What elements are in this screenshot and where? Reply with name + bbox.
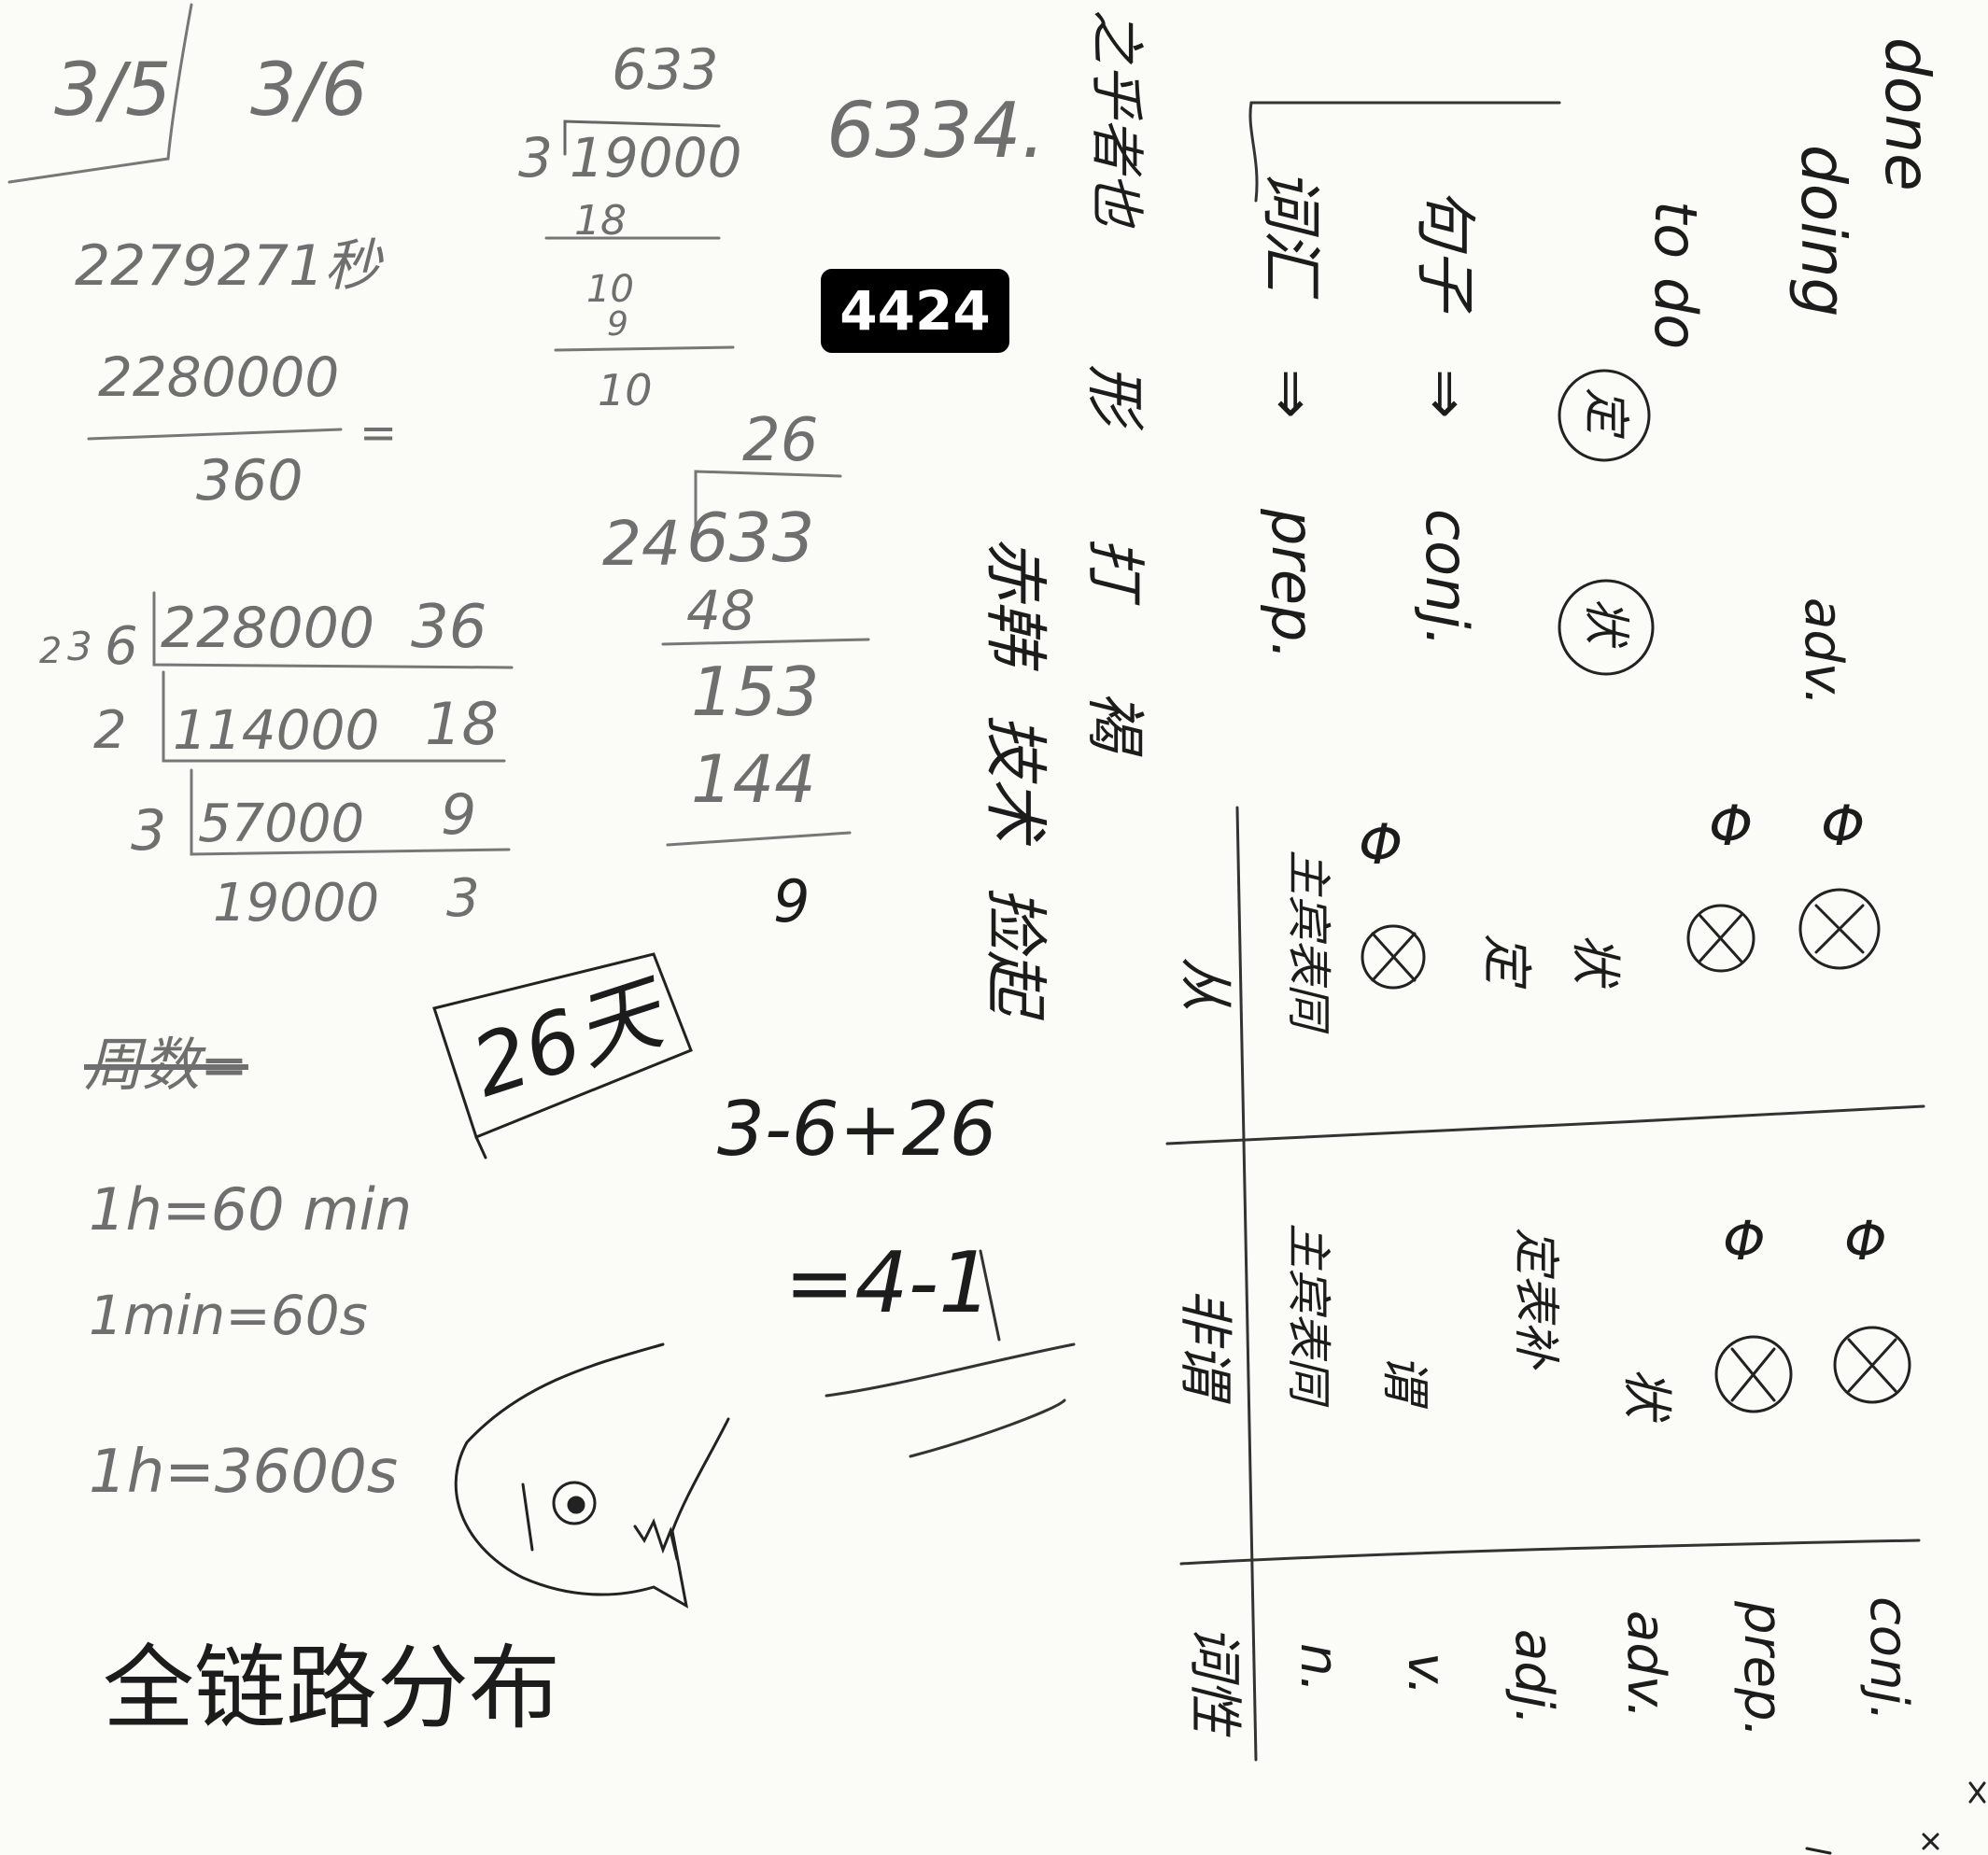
pos-conj: conj. bbox=[1858, 1596, 1919, 1721]
seconds-total: 2279271秒 bbox=[75, 233, 381, 299]
number-badge: 4424 bbox=[821, 269, 1009, 353]
pos-adv: adv. bbox=[1615, 1610, 1676, 1720]
ladder-right-2: 18 bbox=[425, 690, 499, 758]
col6-word-1: doing bbox=[1787, 145, 1859, 317]
col2-word-4: 褐 bbox=[1079, 691, 1149, 751]
expr-3-6-26: 3-6+26 bbox=[717, 1086, 997, 1173]
table-head-nonfinite: 非谓 bbox=[1174, 1288, 1237, 1398]
div1-step-2: 10 bbox=[586, 268, 634, 311]
col6-word-2: done bbox=[1871, 37, 1943, 191]
row2-item-def: 定表补 bbox=[1509, 1228, 1563, 1368]
ladder-left-4: 19000 bbox=[213, 873, 380, 934]
pos-verb: v. bbox=[1396, 1652, 1457, 1696]
date-3-6: 3/6 bbox=[250, 49, 368, 133]
div1-quotient: 633 bbox=[612, 37, 719, 103]
ladder-right-1: 36 bbox=[411, 593, 487, 662]
ladder-right-3: 9 bbox=[441, 782, 477, 848]
phi-mark-2: Φ bbox=[1709, 794, 1754, 859]
div2-step-1: 48 bbox=[686, 579, 755, 642]
ladder-left-1: 228000 bbox=[161, 596, 375, 661]
col2-word-3: 打 bbox=[1079, 537, 1149, 597]
date-3-5: 3/5 bbox=[54, 49, 172, 133]
col5-word-1: to do bbox=[1642, 201, 1710, 350]
formula-2: 1min=60s bbox=[89, 1284, 368, 1347]
pos-adj: adj. bbox=[1503, 1629, 1564, 1726]
col4-arrow: ⇒ bbox=[1411, 369, 1480, 419]
row2-label: 主宾表同 bbox=[1282, 1223, 1334, 1403]
table-head-pos: 词性 bbox=[1183, 1624, 1247, 1734]
fraction-numerator: 2280000 bbox=[98, 345, 340, 409]
ladder-side-2: 2 bbox=[93, 700, 127, 761]
expr-result: =4-1 bbox=[784, 1234, 993, 1332]
bottom-phrase: 全链路分布 bbox=[103, 1636, 561, 1742]
col5-word-2: 定 bbox=[1579, 387, 1633, 434]
row1-item-def: 定 bbox=[1477, 934, 1536, 984]
ladder-right-4: 3 bbox=[446, 868, 480, 929]
formula-1: 1h=60 min bbox=[89, 1175, 413, 1244]
col1-word-1: 捡起 bbox=[978, 887, 1051, 1015]
phi-mark-3: Φ bbox=[1821, 794, 1866, 859]
div2-dividend: 633 bbox=[686, 499, 815, 577]
col6-word-3: adv. bbox=[1793, 597, 1854, 707]
result-6334: 6334. bbox=[826, 87, 1046, 176]
div1-step-3: 9 bbox=[607, 305, 628, 344]
ladder-divisor-3: 3 bbox=[67, 624, 92, 669]
fraction-equals: = bbox=[360, 407, 398, 459]
formula-3: 1h=3600s bbox=[89, 1438, 399, 1507]
pos-noun: n. bbox=[1289, 1643, 1349, 1693]
ladder-left-3: 57000 bbox=[198, 794, 365, 854]
struck-text: 周数= bbox=[84, 1031, 248, 1099]
col4-word-2: conj. bbox=[1413, 509, 1481, 648]
ladder-left-2: 114000 bbox=[173, 698, 380, 762]
col3-word-1: 词汇 bbox=[1255, 168, 1327, 291]
col2-word-2: 形 bbox=[1079, 364, 1149, 424]
div1-step-4: 10 bbox=[598, 365, 653, 415]
div2-step-3: 144 bbox=[691, 741, 816, 818]
row2-item-adv: 状 bbox=[1617, 1368, 1676, 1418]
pos-prep: prep. bbox=[1732, 1601, 1793, 1738]
div2-quotient: 26 bbox=[742, 406, 819, 475]
ladder-divisor-6: 6 bbox=[105, 616, 138, 677]
div2-step-4: 9 bbox=[773, 867, 811, 935]
col4-word-1: 句子 bbox=[1409, 187, 1481, 310]
col1-word-3: 赤韩 bbox=[978, 537, 1051, 665]
phi-mark-4: Φ bbox=[1723, 1209, 1766, 1272]
col1-word-2: 技术 bbox=[978, 714, 1051, 842]
row2-sub: 谓 bbox=[1376, 1354, 1432, 1403]
div1-divisor: 3 bbox=[518, 126, 553, 190]
col3-word-2: prep. bbox=[1259, 509, 1327, 661]
div2-step-2: 153 bbox=[691, 653, 820, 731]
row1-item-adv: 状 bbox=[1566, 934, 1625, 984]
ladder-side-3: 3 bbox=[131, 798, 167, 864]
div1-step-1: 18 bbox=[574, 197, 627, 245]
phi-mark-1: Φ bbox=[1359, 812, 1403, 878]
table-head-clause: 从 bbox=[1174, 957, 1237, 1012]
div2-divisor: 24 bbox=[602, 508, 681, 580]
col3-arrow: ⇒ bbox=[1257, 369, 1326, 419]
col5-word-3: 状 bbox=[1579, 597, 1633, 644]
phi-mark-5: Φ bbox=[1844, 1209, 1887, 1272]
div1-dividend: 19000 bbox=[570, 126, 742, 190]
ladder-divisor-2: 2 bbox=[39, 630, 63, 671]
fraction-denominator: 360 bbox=[196, 448, 303, 513]
col2-word-1: 之乎者也 bbox=[1085, 9, 1149, 227]
row1-label: 主宾表同 bbox=[1282, 850, 1334, 1030]
